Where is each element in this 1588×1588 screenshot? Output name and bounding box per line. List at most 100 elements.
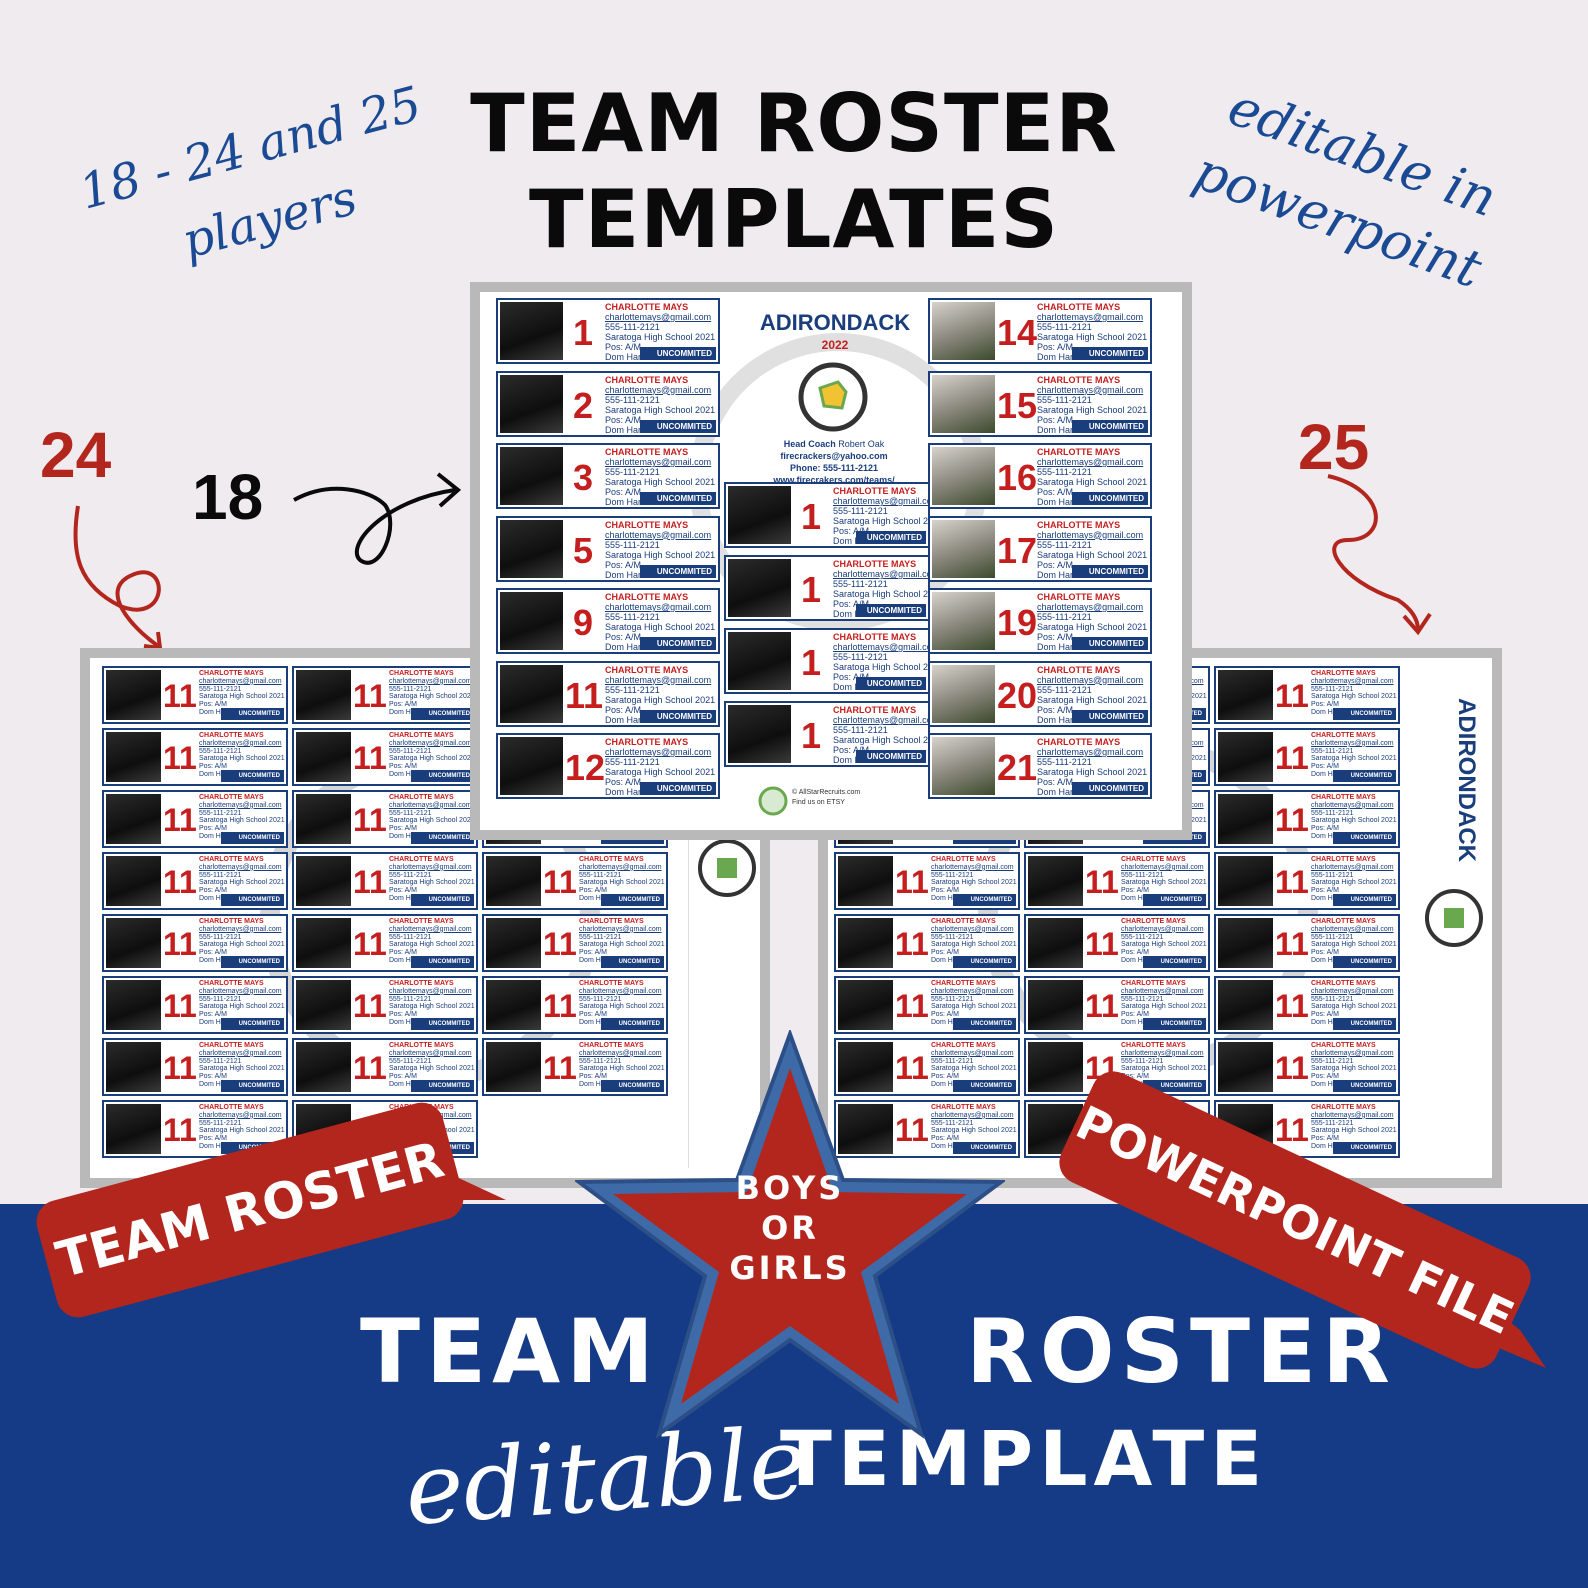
status-badge: UNCOMMITED — [1143, 956, 1206, 968]
player-email: charlottemays@gmail.com — [1311, 739, 1394, 747]
player-name: CHARLOTTE MAYS — [1311, 918, 1376, 925]
player-name: CHARLOTTE MAYS — [1037, 302, 1121, 312]
coach-label: Head Coach — [783, 439, 836, 449]
player-hand: Dom Hand: R — [389, 1081, 431, 1089]
player-phone: 555-111-2121 — [579, 933, 622, 941]
jersey-number: 11 — [353, 802, 387, 838]
player-position: Pos: A/M — [579, 1011, 608, 1019]
player-position: Pos: A/M — [579, 887, 608, 895]
player-photo — [838, 856, 893, 906]
player-email: charlottemays@gmail.com — [579, 863, 662, 871]
title-line-1: TEAM ROSTER — [470, 77, 1118, 170]
jersey-number: 11 — [1085, 988, 1119, 1024]
player-email: charlottemays@gmail.com — [931, 987, 1014, 995]
jersey-number: 11 — [1275, 678, 1309, 714]
player-school: Saratoga High School 2021 — [1311, 1003, 1397, 1011]
player-position: Pos: A/M — [199, 1011, 228, 1019]
player-position: Pos: A/M — [931, 887, 960, 895]
championship-logo-icon-2 — [1425, 889, 1483, 947]
status-badge: UNCOMMITED — [640, 347, 716, 360]
player-position: Pos: A/M — [833, 526, 870, 537]
player-phone: 555-111-2121 — [199, 1119, 242, 1127]
status-badge: UNCOMMITED — [953, 1080, 1016, 1092]
player-phone: 555-111-2121 — [389, 995, 432, 1003]
player-hand: Dom Hand: R — [1311, 833, 1353, 841]
jersey-number: 11 — [543, 864, 577, 900]
jersey-number: 11 — [163, 802, 197, 838]
player-name: CHARLOTTE MAYS — [833, 632, 917, 642]
status-badge: UNCOMMITED — [411, 1018, 474, 1030]
jersey-number: 11 — [353, 926, 387, 962]
player-position: Pos: A/M — [1311, 949, 1340, 957]
player-phone: 555-111-2121 — [833, 579, 888, 590]
player-photo — [1218, 1042, 1273, 1092]
player-email: charlottemays@gmail.com — [1311, 677, 1394, 685]
coach-info: Head Coach Robert Oak firecrackers@yahoo… — [724, 438, 944, 486]
player-position: Pos: A/M — [1311, 701, 1340, 709]
player-photo — [500, 664, 563, 723]
player-position: Pos: A/M — [389, 701, 418, 709]
player-photo — [932, 302, 995, 360]
status-badge: UNCOMMITED — [1333, 708, 1396, 720]
player-name: CHARLOTTE MAYS — [1037, 374, 1121, 385]
player-school: Saratoga High School 2021 — [605, 694, 716, 705]
player-name: CHARLOTTE MAYS — [199, 732, 264, 739]
player-name: CHARLOTTE MAYS — [199, 918, 264, 925]
player-name: CHARLOTTE MAYS — [389, 918, 454, 925]
player-phone: 555-111-2121 — [389, 747, 432, 755]
player-email: charlottemays@gmail.com — [1121, 863, 1204, 871]
player-position: Pos: A/M — [579, 949, 608, 957]
player-school: Saratoga High School 2021 — [833, 662, 929, 673]
player-photo — [500, 447, 563, 505]
player-hand: Dom Hand: R — [1311, 1081, 1353, 1089]
player-photo — [932, 519, 995, 578]
player-school: Saratoga High School 2021 — [199, 755, 285, 763]
player-position: Pos: A/M — [1037, 414, 1074, 425]
player-photo — [932, 447, 995, 505]
player-email: charlottemays@gmail.com — [199, 987, 282, 995]
jersey-number: 9 — [572, 602, 594, 643]
jersey-number: 11 — [163, 926, 197, 962]
player-phone: 555-111-2121 — [199, 995, 242, 1003]
player-position: Pos: A/M — [389, 763, 418, 771]
player-email: charlottemays@gmail.com — [579, 987, 662, 995]
player-school: Saratoga High School 2021 — [605, 332, 716, 343]
player-email: charlottemays@gmail.com — [833, 569, 930, 580]
status-badge: UNCOMMITED — [411, 894, 474, 906]
player-position: Pos: A/M — [1311, 763, 1340, 771]
player-photo — [1028, 1042, 1083, 1092]
player-hand: Dom Hand: R — [1037, 424, 1092, 435]
player-school: Saratoga High School 2021 — [605, 404, 716, 415]
status-badge: UNCOMMITED — [640, 564, 716, 578]
player-email: charlottemays@gmail.com — [389, 863, 472, 871]
player-phone: 555-111-2121 — [605, 757, 660, 768]
jersey-number: 11 — [1085, 926, 1119, 962]
player-email: charlottemays@gmail.com — [579, 925, 662, 933]
player-hand: Dom Hand: R — [1037, 497, 1092, 508]
player-phone: 555-111-2121 — [1311, 1057, 1354, 1065]
player-school: Saratoga High School 2021 — [389, 693, 475, 701]
team-name: ADIRONDACK — [759, 310, 911, 335]
player-photo — [296, 1042, 351, 1092]
